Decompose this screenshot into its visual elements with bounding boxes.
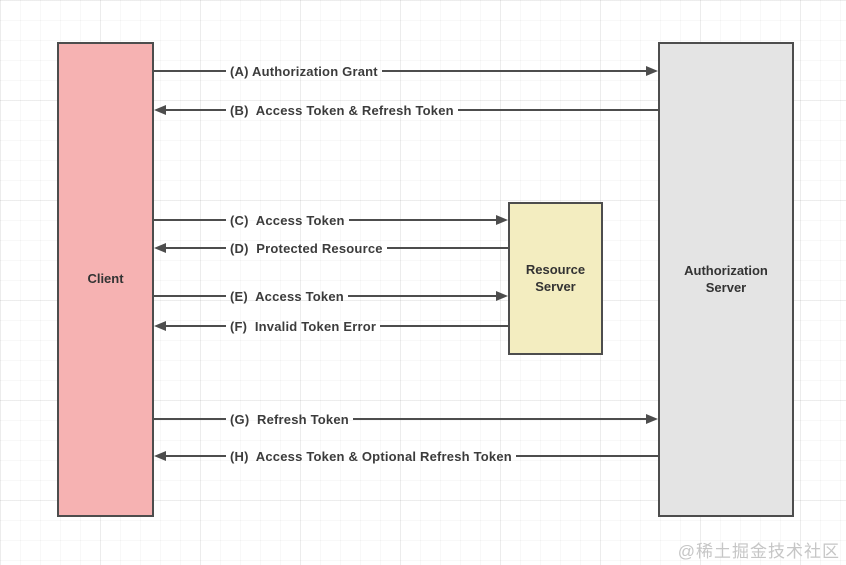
arrow-g-label: (G) Refresh Token: [230, 411, 349, 427]
arrow-line: [515, 455, 658, 457]
arrowhead-right-icon: [496, 291, 508, 301]
resource-server-box-label: Resource Server: [526, 262, 585, 296]
authorization-server-label-line1: Authorization: [684, 262, 768, 278]
arrowhead-left-icon: [154, 105, 166, 115]
resource-server-box: Resource Server: [508, 202, 603, 355]
arrow-line: [381, 70, 646, 72]
arrow-h-label: (H) Access Token & Optional Refresh Toke…: [230, 448, 512, 464]
arrow-e-access-token: (E) Access Token: [154, 286, 508, 306]
arrow-line: [154, 70, 226, 72]
arrow-e-label: (E) Access Token: [230, 288, 344, 304]
arrowhead-left-icon: [154, 243, 166, 253]
arrow-line: [347, 295, 496, 297]
arrow-f-invalid-token-error: (F) Invalid Token Error: [154, 316, 508, 336]
arrow-h-access-token-optional-refresh-token: (H) Access Token & Optional Refresh Toke…: [154, 446, 658, 466]
arrowhead-right-icon: [646, 414, 658, 424]
arrow-line: [154, 295, 226, 297]
arrowhead-right-icon: [496, 215, 508, 225]
authorization-server-label-line2: Server: [705, 279, 747, 295]
client-box-label: Client: [87, 271, 124, 287]
arrow-c-access-token: (C) Access Token: [154, 210, 508, 230]
arrow-b-access-token-refresh-token: (B) Access Token & Refresh Token: [154, 100, 658, 120]
arrow-line: [154, 418, 226, 420]
arrow-line: [352, 418, 646, 420]
resource-server-label-line1: Resource: [525, 261, 586, 277]
arrow-d-protected-resource: (D) Protected Resource: [154, 238, 508, 258]
arrow-a-authorization-grant: (A) Authorization Grant: [154, 61, 658, 81]
arrow-f-label: (F) Invalid Token Error: [230, 318, 377, 334]
arrow-line: [386, 247, 508, 249]
authorization-server-box: Authorization Server: [658, 42, 794, 517]
arrow-line: [166, 109, 226, 111]
arrow-line: [348, 219, 496, 221]
resource-server-label-line2: Server: [535, 278, 576, 294]
arrow-line: [166, 247, 226, 249]
arrow-c-label: (C) Access Token: [230, 212, 345, 228]
arrow-b-label: (B) Access Token & Refresh Token: [230, 102, 454, 118]
arrow-line: [457, 109, 658, 111]
watermark: @稀土掘金技术社区: [677, 542, 840, 561]
client-box: Client: [57, 42, 154, 517]
arrow-line: [380, 325, 508, 327]
arrow-line: [166, 455, 226, 457]
arrowhead-left-icon: [154, 451, 166, 461]
arrowhead-left-icon: [154, 321, 166, 331]
authorization-server-box-label: Authorization Server: [684, 263, 768, 297]
arrow-line: [154, 219, 226, 221]
arrow-d-label: (D) Protected Resource: [230, 240, 383, 256]
arrow-line: [166, 325, 226, 327]
arrow-g-refresh-token: (G) Refresh Token: [154, 409, 658, 429]
arrow-a-label: (A) Authorization Grant: [230, 63, 378, 79]
arrowhead-right-icon: [646, 66, 658, 76]
